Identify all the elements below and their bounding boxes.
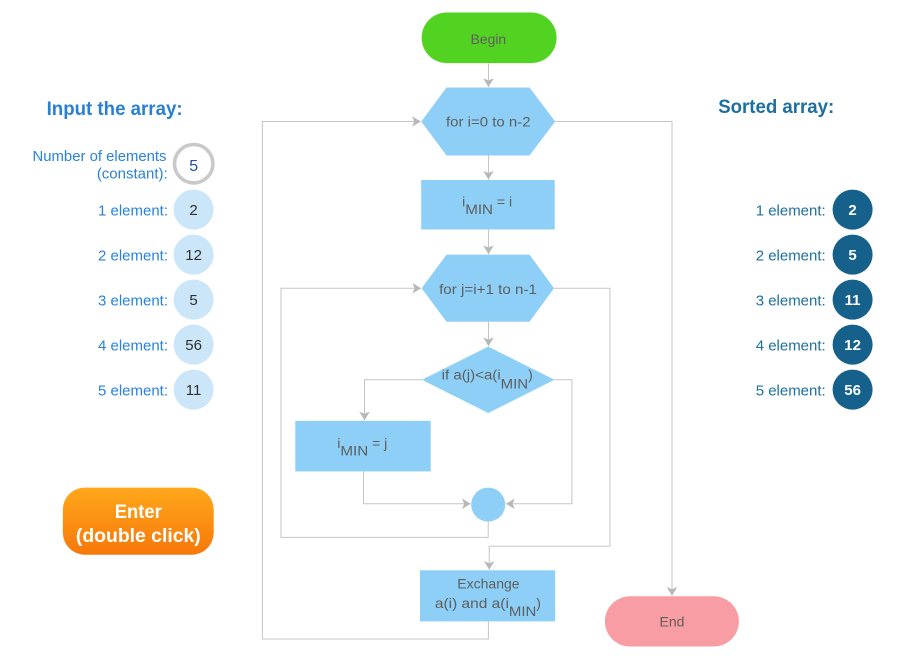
svg-text:a(i) and a(iMIN): a(i) and a(iMIN) xyxy=(435,595,541,619)
svg-text:if a(j)<a(iMIN): if a(j)<a(iMIN) xyxy=(442,367,533,392)
svg-text:5 element:: 5 element: xyxy=(98,382,168,399)
svg-text:12: 12 xyxy=(185,247,202,264)
svg-text:4 element:: 4 element: xyxy=(98,337,168,354)
svg-text:Input the array:: Input the array: xyxy=(47,99,183,120)
svg-text:2: 2 xyxy=(189,202,197,219)
svg-text:5: 5 xyxy=(189,158,198,175)
svg-text:5: 5 xyxy=(189,292,197,309)
svg-text:1 element:: 1 element: xyxy=(98,202,168,219)
svg-text:End: End xyxy=(660,613,685,629)
svg-text:56: 56 xyxy=(844,382,861,399)
svg-text:Enter: Enter xyxy=(115,502,163,523)
svg-text:for j=i+1 to n-1: for j=i+1 to n-1 xyxy=(439,281,537,297)
svg-text:2 element:: 2 element: xyxy=(756,247,826,264)
svg-text:11: 11 xyxy=(845,292,861,309)
svg-text:11: 11 xyxy=(186,382,202,399)
svg-text:iMIN = i: iMIN = i xyxy=(462,193,512,217)
svg-text:1 element:: 1 element: xyxy=(756,202,826,219)
svg-text:Number of elements: Number of elements xyxy=(33,148,167,165)
svg-text:3 element:: 3 element: xyxy=(98,292,168,309)
svg-text:Sorted array:: Sorted array: xyxy=(718,97,834,118)
svg-text:5: 5 xyxy=(848,247,856,264)
svg-text:2: 2 xyxy=(848,202,856,219)
svg-text:5 element:: 5 element: xyxy=(756,382,826,399)
svg-text:56: 56 xyxy=(185,337,202,354)
svg-text:12: 12 xyxy=(844,337,861,354)
svg-text:3 element:: 3 element: xyxy=(756,292,826,309)
svg-text:2 element:: 2 element: xyxy=(98,247,168,264)
svg-text:(double click): (double click) xyxy=(76,526,201,547)
svg-text:Begin: Begin xyxy=(471,31,507,47)
svg-text:iMIN = j: iMIN = j xyxy=(337,435,387,459)
svg-text:Exchange: Exchange xyxy=(457,576,519,592)
svg-text:4 element:: 4 element: xyxy=(756,337,826,354)
svg-text:for i=0 to n-2: for i=0 to n-2 xyxy=(446,114,531,130)
svg-text:(constant):: (constant): xyxy=(97,166,168,183)
